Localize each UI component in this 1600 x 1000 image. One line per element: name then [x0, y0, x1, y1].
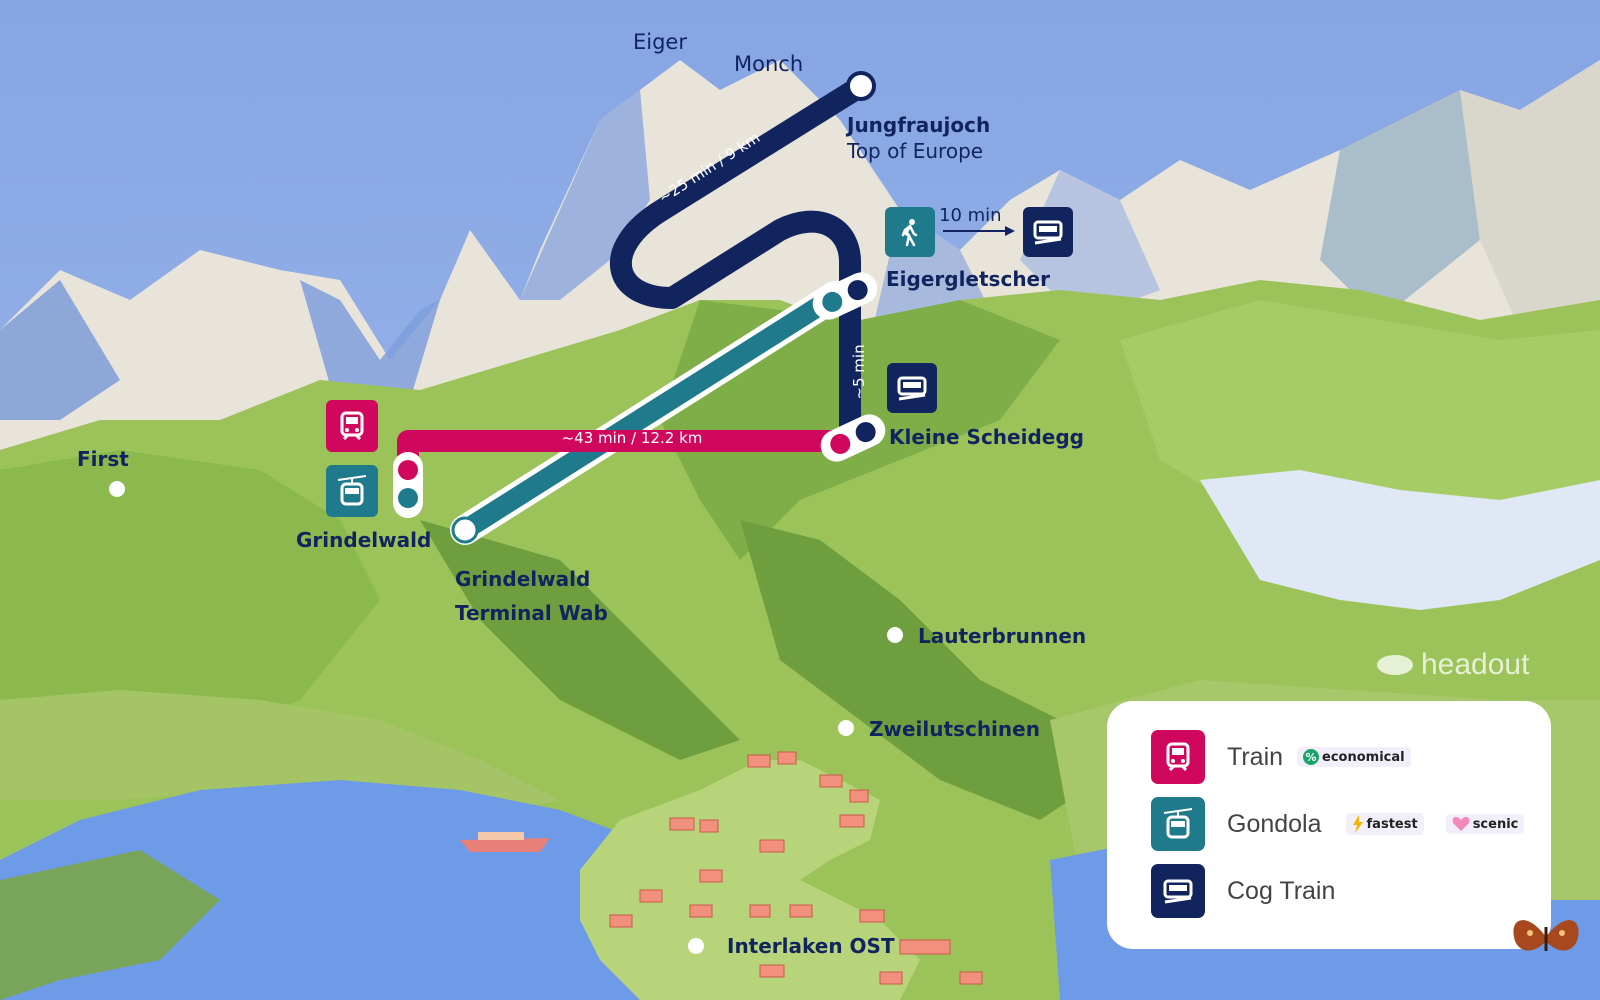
cog-train-route: [610, 75, 872, 441]
legend-gondola: Gondola fastest scenic: [1151, 797, 1525, 851]
percent-icon: %: [1303, 749, 1320, 765]
legend-cog-train: Cog Train: [1151, 864, 1335, 918]
legend-gondola-label: Gondola: [1227, 809, 1322, 838]
legend-train-label: Train: [1227, 742, 1284, 771]
station-grindelwald: Grindelwald: [296, 528, 432, 552]
walk-time: 10 min: [939, 205, 1002, 226]
legend-cog-train-label: Cog Train: [1227, 876, 1336, 905]
tag-scenic-label: scenic: [1472, 816, 1519, 832]
brand-name: headout: [1421, 648, 1530, 681]
tag-scenic: scenic: [1445, 814, 1525, 834]
legend-panel: Train % economical Gondola fastest sceni…: [1107, 701, 1551, 949]
lightning-icon: [1352, 815, 1364, 833]
tag-fastest-label: fastest: [1366, 816, 1418, 832]
route-lines: [109, 71, 1015, 954]
cog-train-icon: [887, 363, 937, 413]
station-terminal-wab-line2: Terminal Wab: [455, 601, 608, 625]
gondola-route: [455, 286, 845, 540]
station-zweilutschinen: Zweilutschinen: [869, 717, 1040, 741]
gondola-icon: [1151, 797, 1205, 851]
train-icon: [326, 400, 378, 452]
cog-train-icon: [1151, 864, 1205, 918]
village: [460, 751, 983, 1000]
tag-economical: % economical: [1297, 747, 1411, 767]
eigergletscher-stop: [812, 272, 878, 320]
station-jungfraujoch: Jungfraujoch: [847, 113, 991, 137]
eigergletscher-duration: ~5 min: [850, 344, 868, 399]
tag-fastest: fastest: [1345, 813, 1424, 835]
headout-watermark: headout: [1375, 648, 1529, 682]
station-kleine-scheidegg: Kleine Scheidegg: [889, 425, 1084, 449]
terminal-wab-stop: [451, 516, 479, 544]
heart-icon: [1452, 816, 1470, 832]
gondola-icon: [326, 465, 378, 517]
station-interlaken: Interlaken OST: [727, 934, 895, 958]
svg-text:%: %: [1306, 751, 1317, 764]
station-first: First: [77, 447, 129, 471]
legend-train: Train % economical: [1151, 730, 1411, 784]
headout-logo-icon: [1377, 655, 1413, 675]
train-duration: ~43 min / 12.2 km: [562, 429, 703, 447]
butterfly-icon: [1513, 920, 1579, 951]
peak-monch: Monch: [734, 52, 804, 76]
train-icon: [1151, 730, 1205, 784]
jungfraujoch-stop: [846, 71, 876, 101]
kleine-scheidegg-stop: [820, 414, 886, 462]
station-terminal-wab-line1: Grindelwald: [455, 567, 591, 591]
tag-economical-label: economical: [1322, 749, 1405, 765]
station-lauterbrunnen: Lauterbrunnen: [918, 624, 1087, 648]
cog-train-destination-icon: [1023, 207, 1073, 257]
walking-icon: [885, 207, 935, 257]
station-jungfraujoch-subtitle: Top of Europe: [847, 139, 984, 163]
peak-eiger: Eiger: [633, 30, 687, 54]
station-eigergletscher: Eigergletscher: [886, 267, 1050, 291]
